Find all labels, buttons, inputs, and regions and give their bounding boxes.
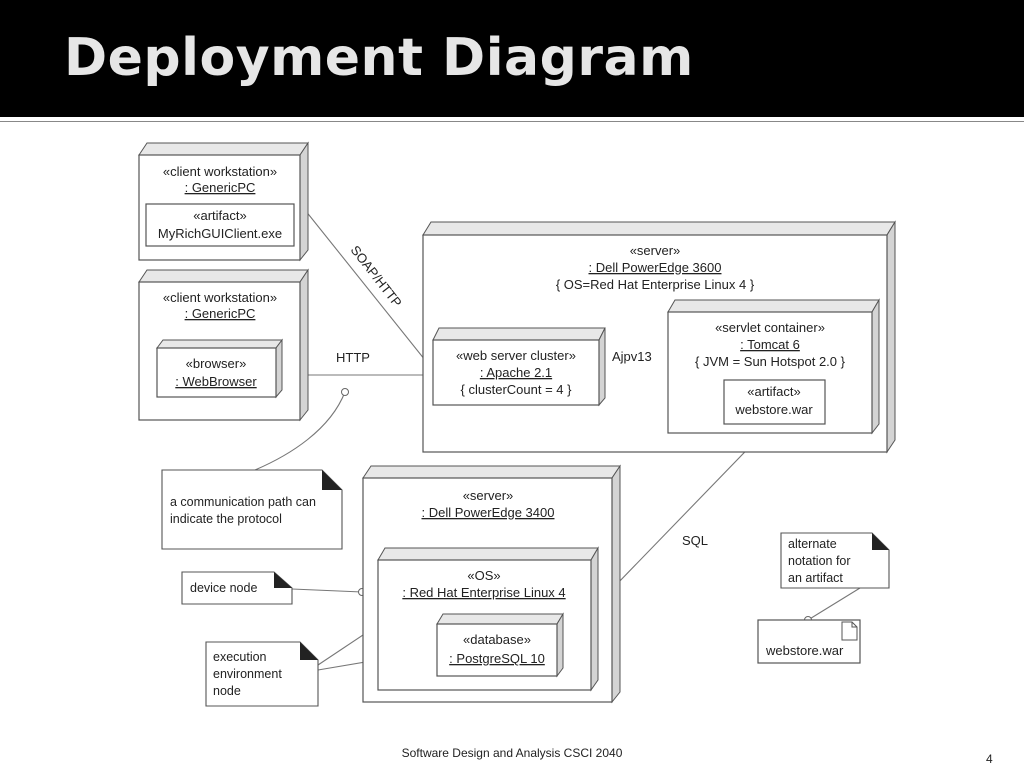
note-alt-line-1: alternate: [788, 537, 837, 551]
page-number: 4: [986, 752, 993, 766]
browser-stereotype: «browser»: [186, 356, 247, 371]
client1-artifact-stereotype: «artifact»: [193, 208, 246, 223]
server2-stereotype: «server»: [463, 488, 514, 503]
client1-artifact-name: MyRichGUIClient.exe: [158, 226, 282, 241]
web-cluster-property: { clusterCount = 4 }: [461, 382, 573, 397]
http-label: HTTP: [336, 350, 370, 365]
note-exec-line-2: environment: [213, 667, 282, 681]
artifact-box: [145, 203, 295, 247]
ajp-label: Ajpv13: [612, 349, 652, 364]
client2-name: : GenericPC: [185, 306, 256, 321]
servlet-artifact-name: webstore.war: [734, 402, 813, 417]
slide-title: Deployment Diagram: [64, 28, 694, 88]
web-server-cluster-box: [432, 339, 600, 406]
servlet-stereotype: «servlet container»: [715, 320, 825, 335]
web-cluster-stereotype: «web server cluster»: [456, 348, 576, 363]
servlet-name: : Tomcat 6: [740, 337, 800, 352]
note-comm-line-1: a communication path can: [170, 495, 316, 509]
server1-property: { OS=Red Hat Enterprise Linux 4 }: [556, 277, 755, 292]
browser-box: [156, 347, 277, 398]
alt-notation-connector: [807, 587, 861, 621]
anchor-circle: [341, 388, 349, 396]
database-name: : PostgreSQL 10: [449, 651, 545, 666]
server1-stereotype: «server»: [630, 243, 681, 258]
note-alt-line-3: an artifact: [788, 571, 843, 585]
client-workstation-node-2: «client workstation» : GenericPC «browse…: [138, 268, 309, 422]
comm-path-note-connector: [254, 391, 346, 471]
device-node-connector: [291, 588, 363, 593]
note-exec-line-1: execution: [213, 650, 267, 664]
note-alt-line-2: notation for: [788, 554, 851, 568]
web-cluster-name: : Apache 2.1: [480, 365, 552, 380]
client-workstation-node-1: «client workstation» : GenericPC «artifa…: [138, 141, 309, 262]
note-alternate-notation: alternate notation for an artifact: [780, 532, 890, 589]
database-stereotype: «database»: [463, 632, 531, 647]
server-node-3400: «server» : Dell PowerEdge 3400 «OS» : Re…: [362, 464, 621, 704]
note-comm-line-2: indicate the protocol: [170, 512, 282, 526]
soap-http-path: [304, 209, 434, 371]
file-icon: [841, 621, 858, 641]
note-exec-line-3: node: [213, 684, 241, 698]
note-execution-environment: execution environment node: [205, 641, 319, 707]
title-bar: Deployment Diagram: [0, 0, 1024, 117]
client1-name: : GenericPC: [185, 180, 256, 195]
server2-name: : Dell PowerEdge 3400: [422, 505, 555, 520]
webstore-war-artifact-alt: webstore.war: [757, 619, 861, 664]
war-file-name: webstore.war: [765, 643, 844, 658]
note-communication-path: a communication path can indicate the pr…: [161, 469, 343, 550]
database-box: [436, 623, 558, 677]
note-device-node: device node: [181, 571, 293, 605]
slide-footer: Software Design and Analysis CSCI 2040: [401, 746, 623, 760]
servlet-property: { JVM = Sun Hotspot 2.0 }: [695, 354, 846, 369]
os-name: : Red Hat Enterprise Linux 4: [402, 585, 565, 600]
note-device-node-text: device node: [190, 581, 257, 595]
browser-name: : WebBrowser: [175, 374, 257, 389]
servlet-artifact-stereotype: «artifact»: [747, 384, 800, 399]
server1-name: : Dell PowerEdge 3600: [589, 260, 722, 275]
title-divider: [0, 117, 1024, 122]
os-stereotype: «OS»: [467, 568, 500, 583]
client1-stereotype: «client workstation»: [163, 164, 277, 179]
sql-label: SQL: [682, 533, 708, 548]
server-node-3600: «server» : Dell PowerEdge 3600 { OS=Red …: [422, 220, 896, 454]
client2-stereotype: «client workstation»: [163, 290, 277, 305]
webstore-artifact-box: [723, 379, 826, 425]
